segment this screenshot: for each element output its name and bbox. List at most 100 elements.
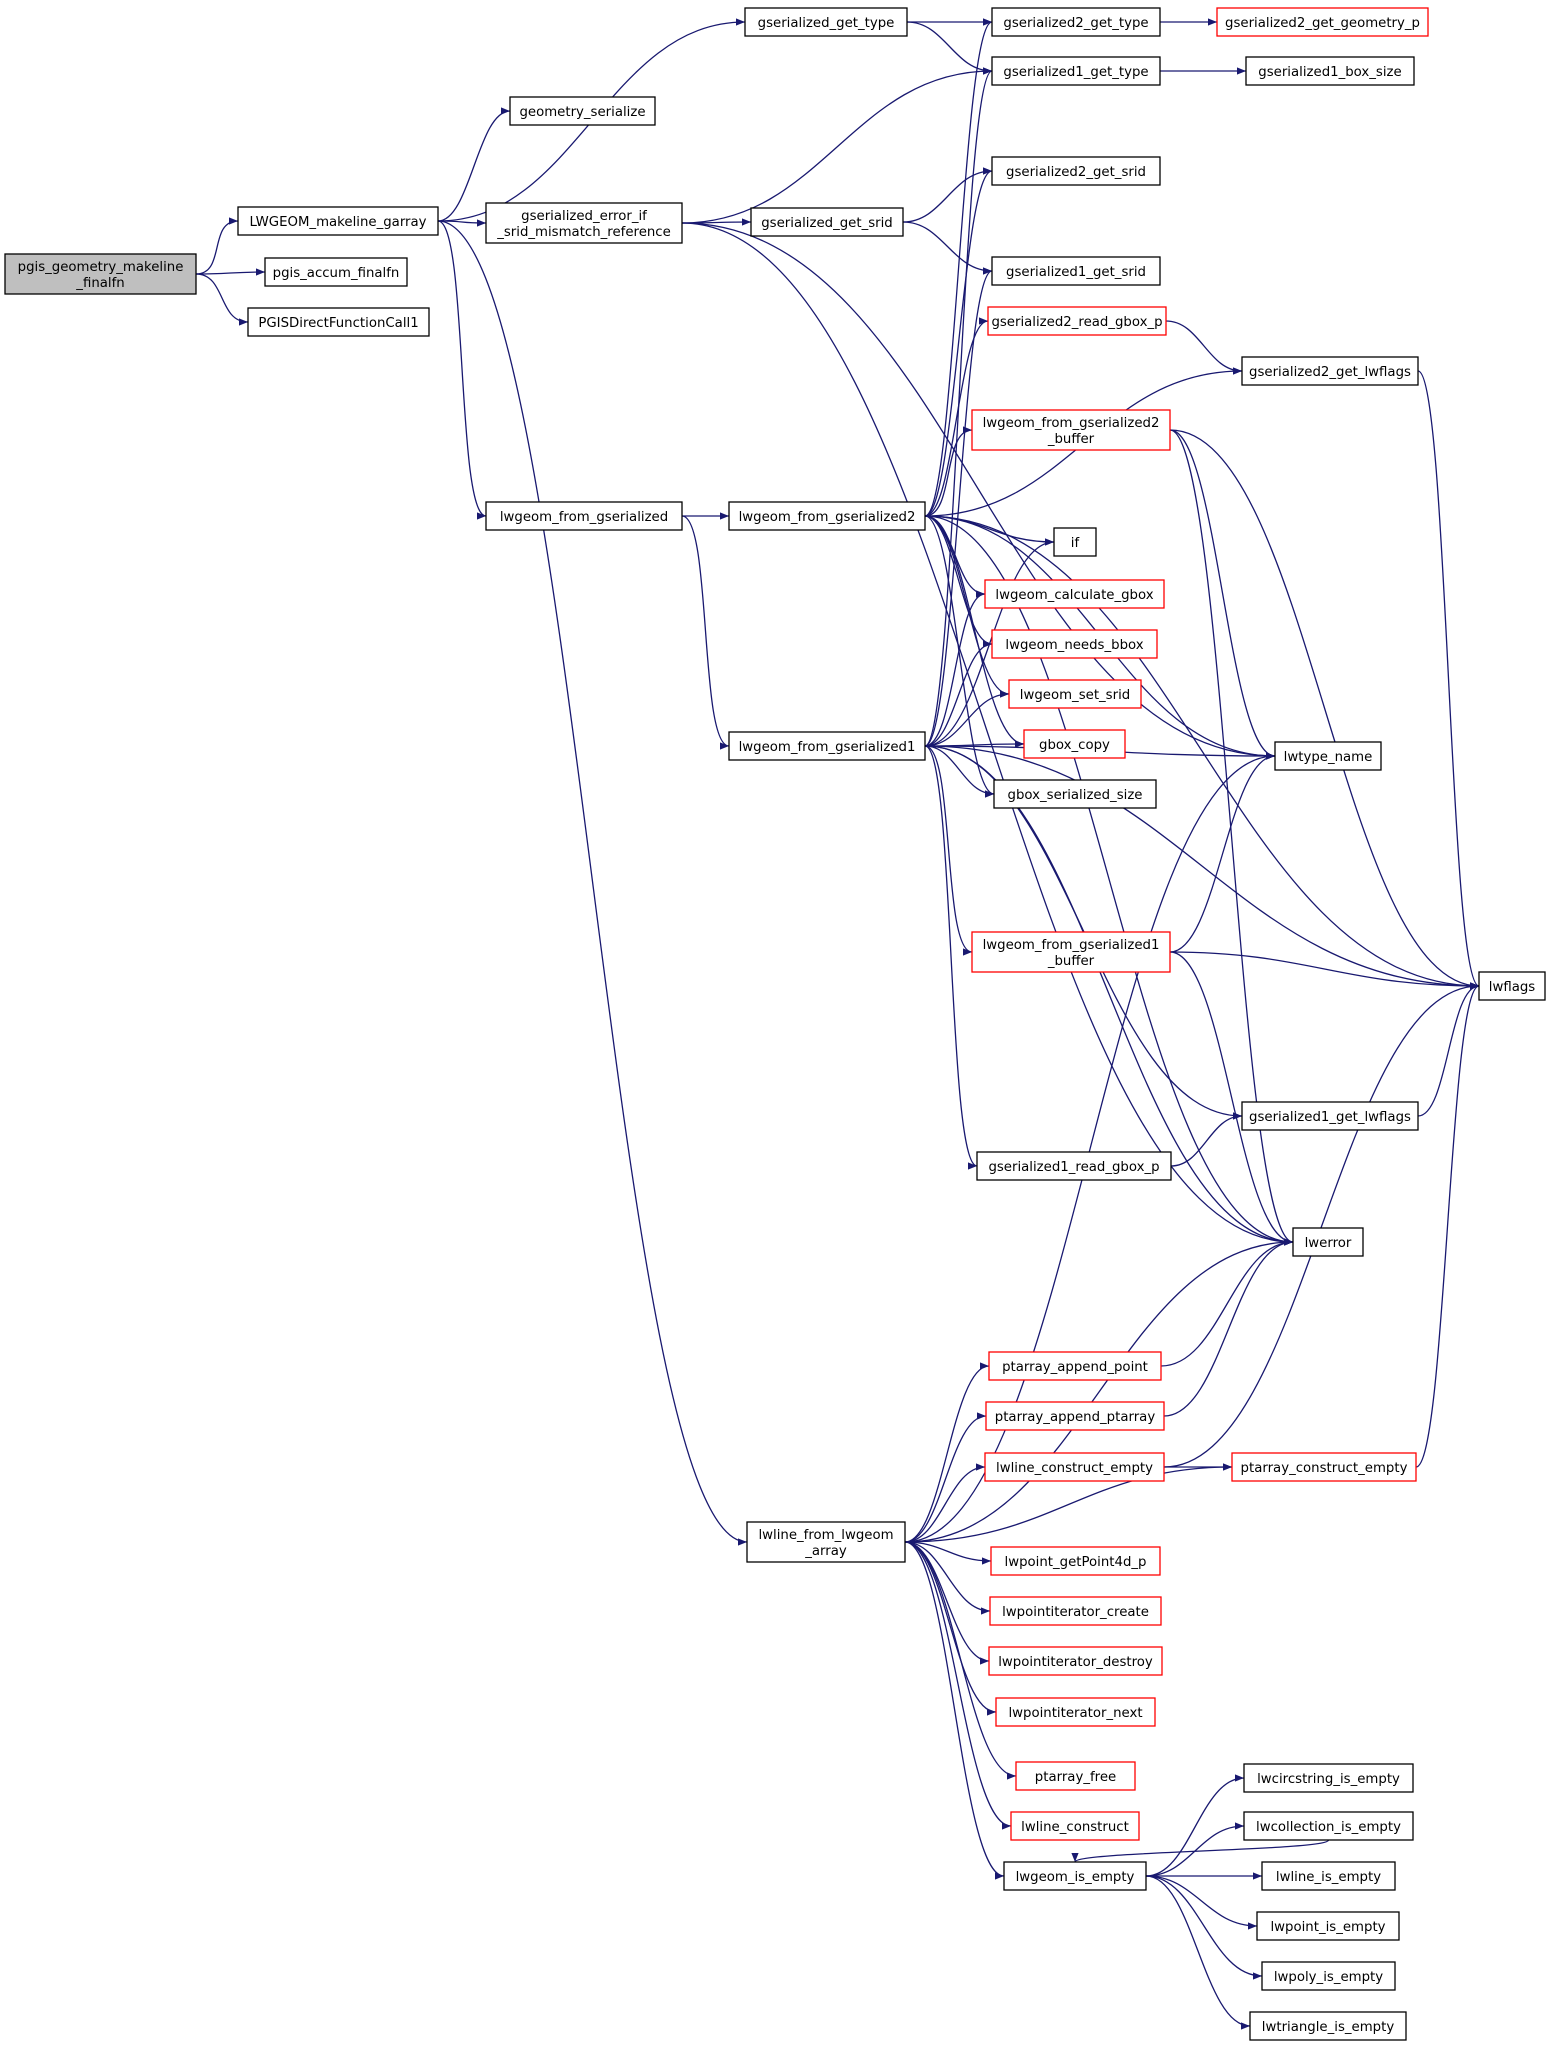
node-lwcircstring_is_empty[interactable]: lwcircstring_is_empty bbox=[1243, 1763, 1414, 1793]
node-gserialized1_read_gbox_p[interactable]: gserialized1_read_gbox_p bbox=[976, 1151, 1172, 1181]
node-gserialized2_get_srid[interactable]: gserialized2_get_srid bbox=[991, 156, 1161, 186]
node-box[interactable] bbox=[993, 779, 1157, 809]
node-gserialized_get_srid[interactable]: gserialized_get_srid bbox=[750, 207, 904, 237]
node-box[interactable] bbox=[1292, 1227, 1364, 1257]
node-box[interactable] bbox=[991, 7, 1161, 37]
node-lwgeom_set_srid[interactable]: lwgeom_set_srid bbox=[1008, 679, 1142, 709]
node-box[interactable] bbox=[1003, 1861, 1147, 1891]
node-box[interactable] bbox=[976, 1151, 1172, 1181]
node-lwflags[interactable]: lwflags bbox=[1478, 971, 1546, 1001]
node-gserialized1_box_size[interactable]: gserialized1_box_size bbox=[1245, 56, 1415, 86]
node-box[interactable] bbox=[1023, 729, 1126, 759]
node-box[interactable] bbox=[728, 731, 926, 761]
node-box[interactable] bbox=[991, 629, 1158, 659]
node-box[interactable] bbox=[1274, 741, 1382, 771]
node-box[interactable] bbox=[985, 1401, 1165, 1431]
node-box[interactable] bbox=[1241, 356, 1419, 386]
node-lwgeom_from_gserialized[interactable]: lwgeom_from_gserialized bbox=[485, 501, 683, 531]
node-box[interactable] bbox=[4, 253, 197, 295]
node-gbox_copy[interactable]: gbox_copy bbox=[1023, 729, 1126, 759]
node-box[interactable] bbox=[728, 501, 926, 531]
node-lwcollection_is_empty[interactable]: lwcollection_is_empty bbox=[1243, 1811, 1414, 1841]
node-lwline_from_lwgeom_array[interactable]: lwline_from_lwgeom_array bbox=[746, 1521, 906, 1563]
node-box[interactable] bbox=[746, 1521, 906, 1563]
node-lwpoly_is_empty[interactable]: lwpoly_is_empty bbox=[1261, 1961, 1396, 1991]
node-box[interactable] bbox=[984, 1452, 1165, 1482]
node-box[interactable] bbox=[989, 1596, 1162, 1626]
node-lwline_is_empty[interactable]: lwline_is_empty bbox=[1261, 1861, 1396, 1891]
node-box[interactable] bbox=[485, 501, 683, 531]
node-lwpointiterator_create[interactable]: lwpointiterator_create bbox=[989, 1596, 1162, 1626]
node-geometry_serialize[interactable]: geometry_serialize bbox=[509, 96, 656, 126]
node-box[interactable] bbox=[1231, 1452, 1417, 1482]
node-lwpointiterator_destroy[interactable]: lwpointiterator_destroy bbox=[988, 1646, 1163, 1676]
node-lwgeom_from_gserialized1_buffer[interactable]: lwgeom_from_gserialized1_buffer bbox=[971, 931, 1171, 973]
node-gserialized2_read_gbox_p[interactable]: gserialized2_read_gbox_p bbox=[987, 306, 1167, 336]
node-lwline_construct[interactable]: lwline_construct bbox=[1010, 1811, 1140, 1841]
node-box[interactable] bbox=[1243, 1811, 1414, 1841]
node-box[interactable] bbox=[971, 409, 1171, 451]
node-box[interactable] bbox=[744, 7, 908, 37]
node-gserialized1_get_type[interactable]: gserialized1_get_type bbox=[991, 56, 1161, 86]
node-box[interactable] bbox=[988, 1351, 1162, 1381]
node-box[interactable] bbox=[750, 207, 904, 237]
node-LWGEOM_makeline_garray[interactable]: LWGEOM_makeline_garray bbox=[237, 206, 439, 236]
node-box[interactable] bbox=[1256, 1911, 1400, 1941]
node-if[interactable]: if bbox=[1053, 527, 1097, 557]
node-pgis_accum_finalfn[interactable]: pgis_accum_finalfn bbox=[264, 257, 408, 287]
node-lwgeom_calculate_gbox[interactable]: lwgeom_calculate_gbox bbox=[984, 579, 1165, 609]
node-box[interactable] bbox=[237, 206, 439, 236]
node-box[interactable] bbox=[971, 931, 1171, 973]
node-box[interactable] bbox=[264, 257, 408, 287]
node-box[interactable] bbox=[509, 96, 656, 126]
node-box[interactable] bbox=[1249, 2011, 1407, 2041]
node-box[interactable] bbox=[1478, 971, 1546, 1001]
node-lwgeom_from_gserialized1[interactable]: lwgeom_from_gserialized1 bbox=[728, 731, 926, 761]
node-gserialized1_get_srid[interactable]: gserialized1_get_srid bbox=[991, 256, 1161, 286]
node-ptarray_free[interactable]: ptarray_free bbox=[1015, 1761, 1136, 1791]
node-box[interactable] bbox=[1010, 1811, 1140, 1841]
node-box[interactable] bbox=[485, 202, 683, 244]
node-gserialized_error_if_srid[interactable]: gserialized_error_if_srid_mismatch_refer… bbox=[485, 202, 683, 244]
node-box[interactable] bbox=[991, 56, 1161, 86]
node-box[interactable] bbox=[1243, 1763, 1414, 1793]
node-gbox_serialized_size[interactable]: gbox_serialized_size bbox=[993, 779, 1157, 809]
node-lwgeom_from_gserialized2[interactable]: lwgeom_from_gserialized2 bbox=[728, 501, 926, 531]
node-ptarray_construct_empty[interactable]: ptarray_construct_empty bbox=[1231, 1452, 1417, 1482]
node-box[interactable] bbox=[991, 156, 1161, 186]
node-box[interactable] bbox=[1008, 679, 1142, 709]
node-lwtype_name[interactable]: lwtype_name bbox=[1274, 741, 1382, 771]
node-lwtriangle_is_empty[interactable]: lwtriangle_is_empty bbox=[1249, 2011, 1407, 2041]
node-ptarray_append_ptarray[interactable]: ptarray_append_ptarray bbox=[985, 1401, 1165, 1431]
node-box[interactable] bbox=[991, 256, 1161, 286]
node-lwline_construct_empty[interactable]: lwline_construct_empty bbox=[984, 1452, 1165, 1482]
node-box[interactable] bbox=[1261, 1961, 1396, 1991]
node-box[interactable] bbox=[990, 1546, 1161, 1576]
node-lwpoint_is_empty[interactable]: lwpoint_is_empty bbox=[1256, 1911, 1400, 1941]
node-box[interactable] bbox=[987, 306, 1167, 336]
node-root[interactable]: pgis_geometry_makeline_finalfn bbox=[4, 253, 197, 295]
node-ptarray_append_point[interactable]: ptarray_append_point bbox=[988, 1351, 1162, 1381]
node-box[interactable] bbox=[1015, 1761, 1136, 1791]
node-box[interactable] bbox=[247, 307, 430, 337]
node-lwgeom_from_gserialized2_buffer[interactable]: lwgeom_from_gserialized2_buffer bbox=[971, 409, 1171, 451]
node-box[interactable] bbox=[984, 579, 1165, 609]
node-gserialized1_get_lwflags[interactable]: gserialized1_get_lwflags bbox=[1241, 1101, 1419, 1131]
node-lwgeom_is_empty[interactable]: lwgeom_is_empty bbox=[1003, 1861, 1147, 1891]
node-gserialized_get_type[interactable]: gserialized_get_type bbox=[744, 7, 908, 37]
node-box[interactable] bbox=[1216, 7, 1429, 37]
node-gserialized2_get_lwflags[interactable]: gserialized2_get_lwflags bbox=[1241, 356, 1419, 386]
node-gserialized2_get_geometry_p[interactable]: gserialized2_get_geometry_p bbox=[1216, 7, 1429, 37]
node-lwerror[interactable]: lwerror bbox=[1292, 1227, 1364, 1257]
node-box[interactable] bbox=[1261, 1861, 1396, 1891]
node-box[interactable] bbox=[995, 1697, 1156, 1727]
node-lwpointiterator_next[interactable]: lwpointiterator_next bbox=[995, 1697, 1156, 1727]
node-PGISDirectFunctionCall1[interactable]: PGISDirectFunctionCall1 bbox=[247, 307, 430, 337]
node-lwpoint_getPoint4d_p[interactable]: lwpoint_getPoint4d_p bbox=[990, 1546, 1161, 1576]
node-box[interactable] bbox=[1245, 56, 1415, 86]
node-box[interactable] bbox=[1053, 527, 1097, 557]
node-gserialized2_get_type[interactable]: gserialized2_get_type bbox=[991, 7, 1161, 37]
node-lwgeom_needs_bbox[interactable]: lwgeom_needs_bbox bbox=[991, 629, 1158, 659]
node-box[interactable] bbox=[988, 1646, 1163, 1676]
node-box[interactable] bbox=[1241, 1101, 1419, 1131]
